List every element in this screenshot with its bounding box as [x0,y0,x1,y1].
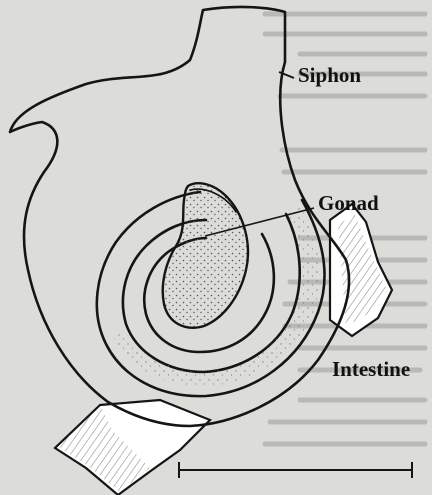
label-intestine: Intestine [332,357,410,381]
scale-bar [179,462,412,478]
label-gonad: Gonad [318,191,379,215]
label-siphon: Siphon [298,63,361,87]
gonad-shape [163,183,248,328]
